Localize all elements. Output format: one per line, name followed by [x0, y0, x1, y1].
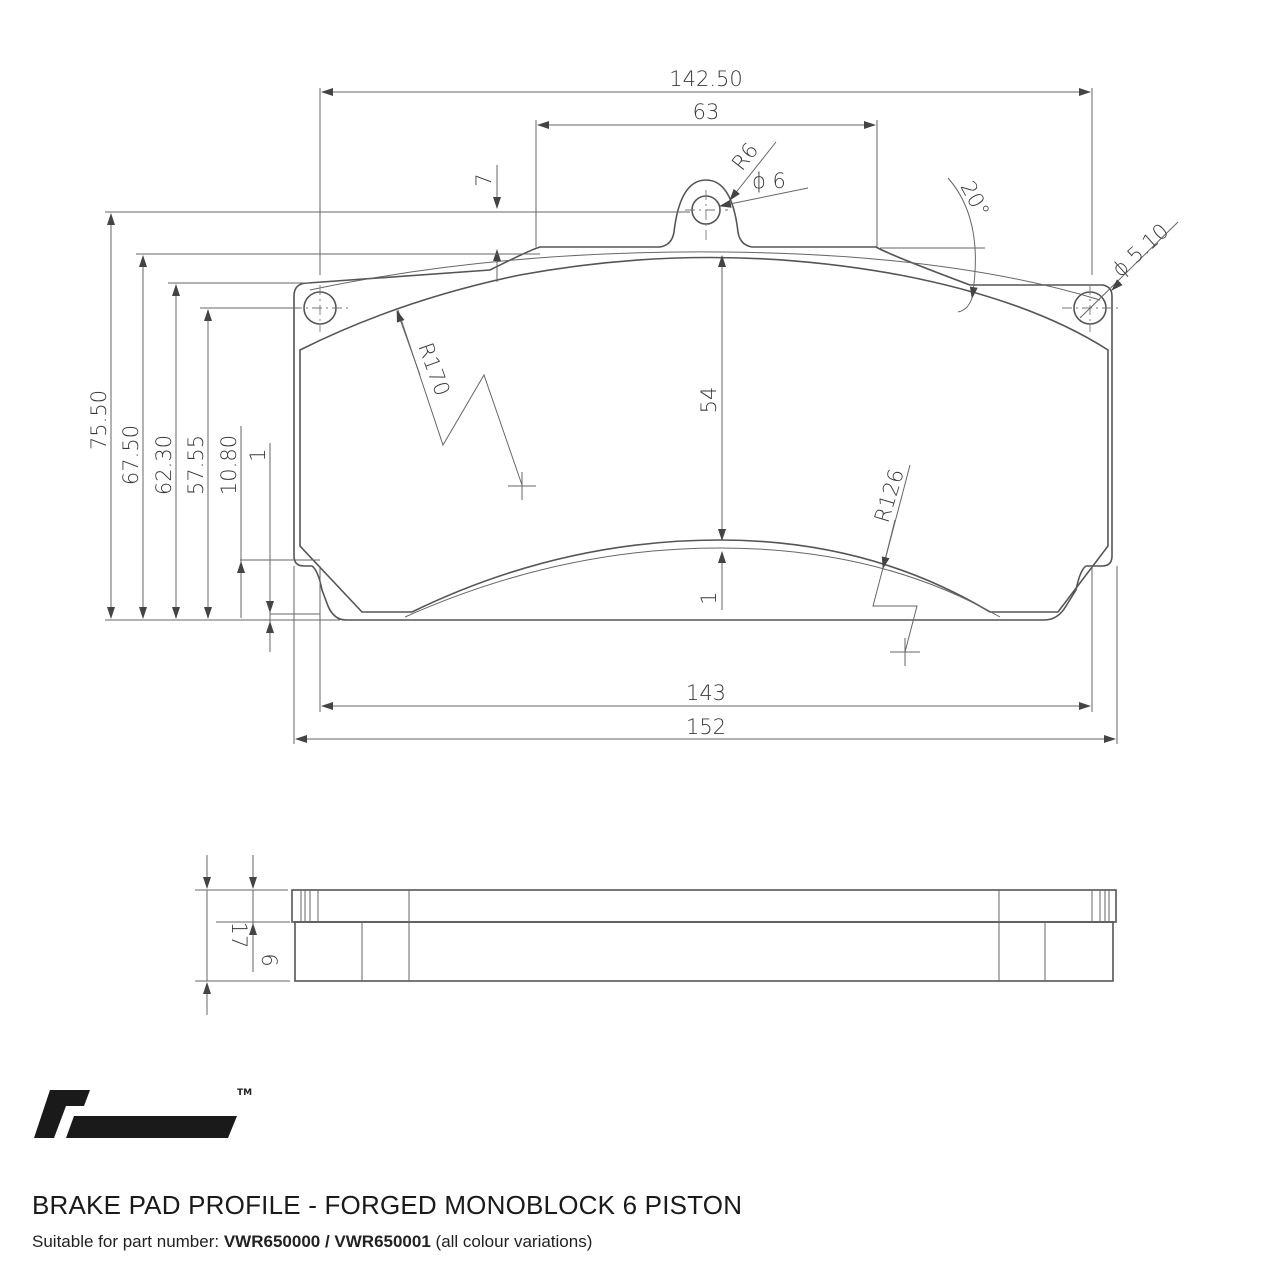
dim-height-6: 1: [246, 448, 270, 461]
dim-gap-bottom: 1: [697, 591, 721, 604]
friction-material-side: [294, 921, 1114, 982]
dim-tab-span: 63: [693, 100, 720, 124]
subtitle: Suitable for part number: VWR650000 / VW…: [32, 1232, 592, 1252]
backing-plate-outline: [293, 179, 1113, 621]
subtitle-suffix: (all colour variations): [435, 1232, 593, 1251]
dim-overall-height: 75.50: [87, 390, 111, 450]
backing-plate-side: [291, 889, 1117, 923]
dim-height-2: 67.50: [119, 425, 143, 485]
dim-tab-offset: 7: [472, 173, 496, 186]
dim-total-thickness: 17: [227, 922, 251, 949]
dim-tab-hole-dia: ϕ 6: [752, 169, 786, 193]
brand-logo-icon: [34, 1090, 237, 1138]
side-view: 17 6: [195, 855, 1117, 1015]
dim-height-4: 57.55: [184, 435, 208, 495]
front-view: 142.50 63 R6 ϕ 6 7 20° ϕ 5.10 75.50: [87, 67, 1179, 744]
part-numbers: VWR650000 / VWR650001: [223, 1232, 431, 1251]
subtitle-prefix: Suitable for part number:: [32, 1232, 220, 1251]
page-title: BRAKE PAD PROFILE - FORGED MONOBLOCK 6 P…: [32, 1190, 743, 1220]
dim-chamfer-angle: 20°: [956, 177, 995, 221]
dim-overall-top-width: 142.50: [669, 67, 742, 91]
friction-material-outline: [299, 256, 1109, 613]
trademark: TM: [237, 1088, 253, 1098]
dim-height-5: 10.80: [217, 435, 241, 495]
dim-bottom-arc-radius: R126: [870, 466, 909, 525]
technical-drawing: 142.50 63 R6 ϕ 6 7 20° ϕ 5.10 75.50: [87, 67, 1179, 1015]
dim-overall-width: 152: [686, 715, 726, 739]
dim-inner-width: 143: [686, 681, 726, 705]
dim-friction-height: 54: [697, 387, 721, 414]
dim-top-arc-radius: R170: [413, 340, 454, 400]
dim-backing-plate-thickness: 6: [257, 953, 281, 966]
dim-corner-hole-dia: ϕ 5.10: [1107, 219, 1173, 282]
dim-height-3: 62.30: [152, 435, 176, 495]
